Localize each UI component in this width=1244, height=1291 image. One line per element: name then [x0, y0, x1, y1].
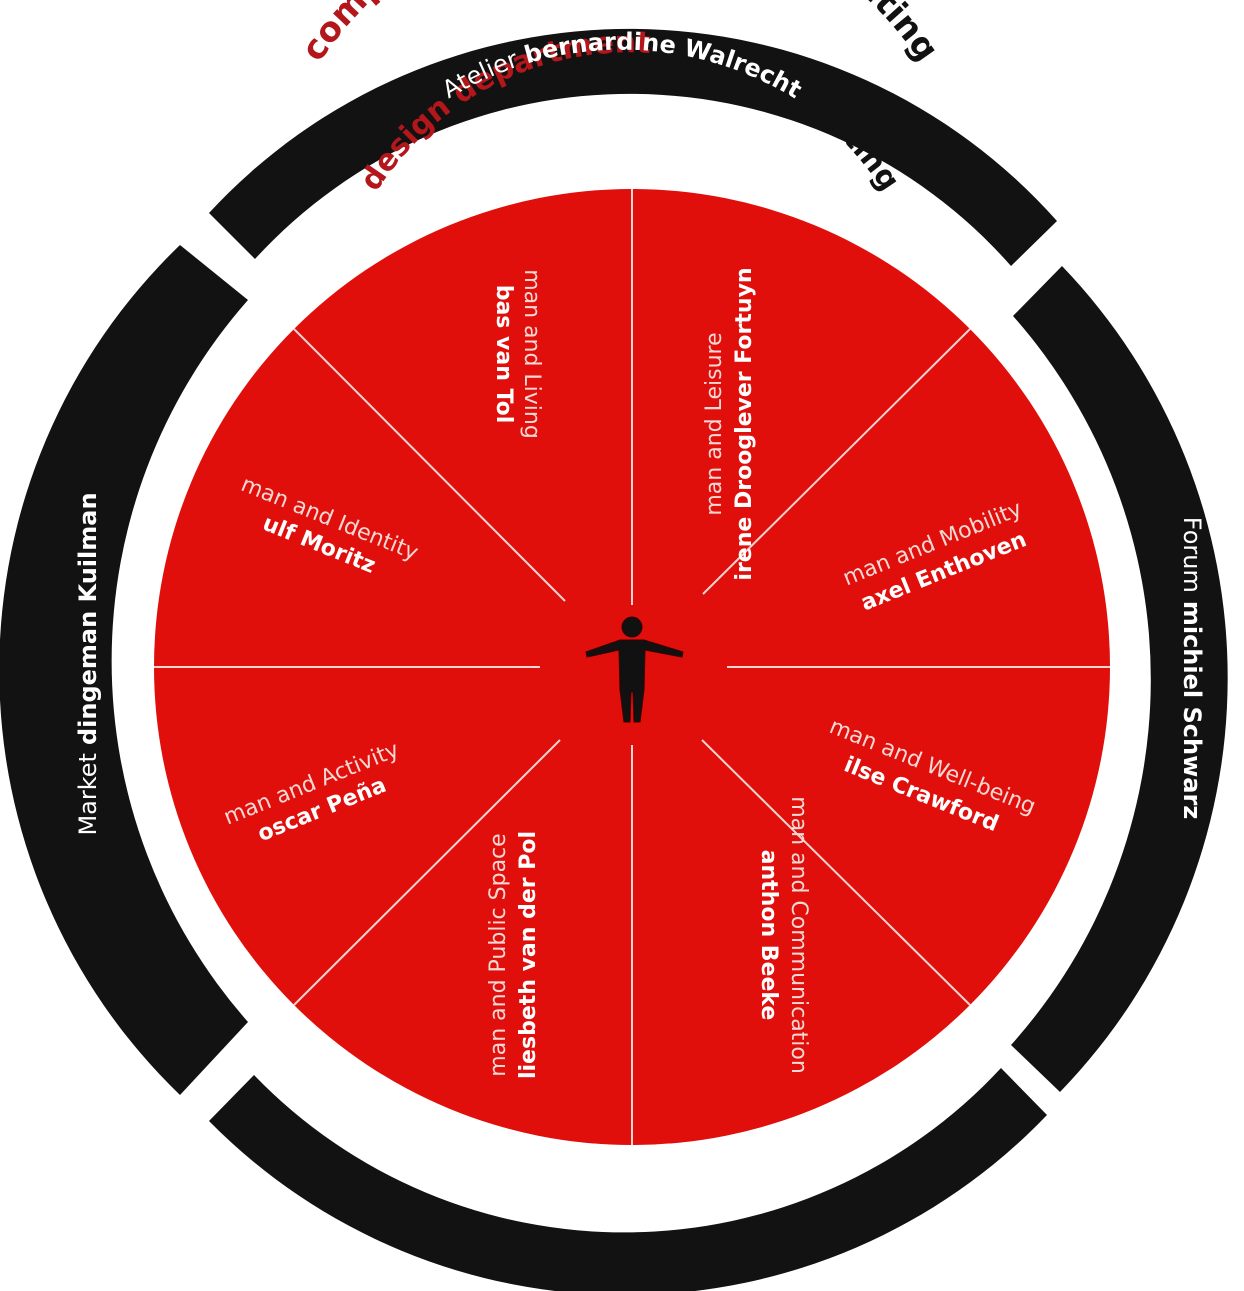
sector-public-space: man and Public Space liesbeth van der Po…	[486, 831, 541, 1079]
sector-leisure-name: irene Drooglever Fortuyn	[732, 267, 757, 580]
sector-living-theme: man and Living	[519, 269, 544, 439]
divider-northeast	[702, 328, 971, 595]
sector-leisure: man and Leisure irene Drooglever Fortuyn	[702, 267, 757, 580]
ring-segment-atelier	[209, 28, 1057, 267]
sector-public-space-name: liesbeth van der Pol	[516, 831, 541, 1079]
forum-prefix: Forum	[1178, 517, 1206, 593]
human-figure-icon	[585, 616, 684, 723]
sector-living-name: bas van Tol	[491, 285, 516, 424]
ring-label-market: Market dingeman Kuilman	[74, 492, 102, 835]
ring-segment-market	[0, 245, 248, 1095]
ring-segment-forum	[1011, 266, 1228, 1092]
forum-name: michiel Schwarz	[1178, 601, 1206, 819]
sector-communication-name: anthon Beeke	[756, 850, 781, 1021]
market-name: dingeman Kuilman	[74, 492, 102, 745]
sector-living: man and Living bas van Tol	[491, 269, 544, 439]
sector-leisure-theme: man and Leisure	[702, 332, 727, 515]
divider-southeast	[701, 739, 971, 1006]
market-prefix: Market	[74, 753, 102, 836]
ring-label-forum: Forum michiel Schwarz	[1178, 517, 1206, 820]
sector-dividers	[154, 189, 1110, 1145]
lab-name: jurriënne Ossewold	[513, 1146, 776, 1196]
divider-northwest	[293, 328, 566, 602]
ring-label-lab: Labjurriënne Ossewold	[464, 1146, 776, 1196]
sector-communication: man and Communication anthon Beeke	[756, 796, 811, 1074]
sector-public-space-theme: man and Public Space	[486, 833, 511, 1076]
sector-communication-theme: man and Communication	[786, 796, 811, 1074]
ring-segment-lab	[209, 1068, 1047, 1291]
divider-southwest	[293, 739, 561, 1006]
lab-prefix: Lab	[464, 1146, 513, 1184]
